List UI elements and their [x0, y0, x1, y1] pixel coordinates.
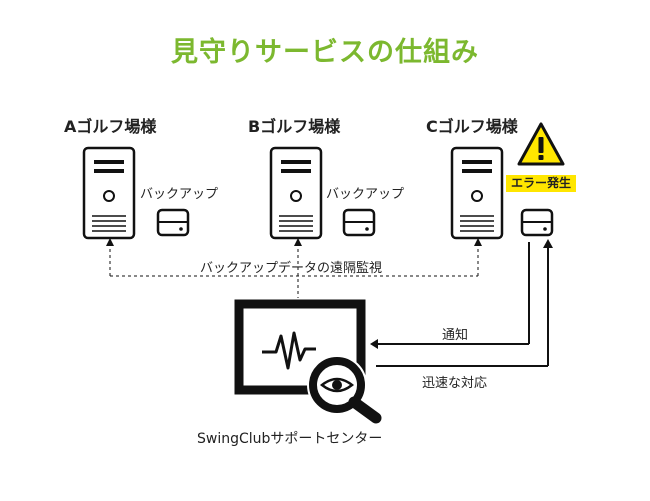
arrowheads-up [106, 238, 482, 246]
server-b-icon [269, 146, 323, 240]
backup-drive-a-icon [156, 208, 190, 237]
remote-monitor-lines [109, 243, 479, 298]
response-label: 迅速な対応 [422, 376, 488, 391]
error-badge: エラー発生 [506, 175, 576, 192]
response-line [376, 246, 549, 367]
notify-label: 通知 [442, 328, 469, 343]
support-center-label: SwingClubサポートセンター [197, 431, 383, 447]
backup-label-b: バックアップ [326, 187, 405, 202]
club-b-label: Bゴルフ場様 [248, 117, 341, 136]
page-title: 見守りサービスの仕組み [171, 37, 479, 68]
magnifier-eye-icon [307, 355, 382, 424]
backup-drive-c-icon [520, 208, 554, 237]
backup-drive-b-icon [342, 208, 376, 237]
warning-icon [517, 122, 565, 166]
notify-arrowhead [370, 339, 378, 349]
notify-line [378, 242, 530, 345]
remote-monitor-label: バックアップデータの遠隔監視 [200, 261, 383, 276]
server-c-icon [450, 146, 504, 240]
club-a-label: Aゴルフ場様 [64, 117, 157, 136]
club-c-label: Cゴルフ場様 [426, 117, 518, 136]
backup-label-a: バックアップ [140, 187, 219, 202]
server-a-icon [82, 146, 136, 240]
response-arrowhead [543, 239, 553, 248]
